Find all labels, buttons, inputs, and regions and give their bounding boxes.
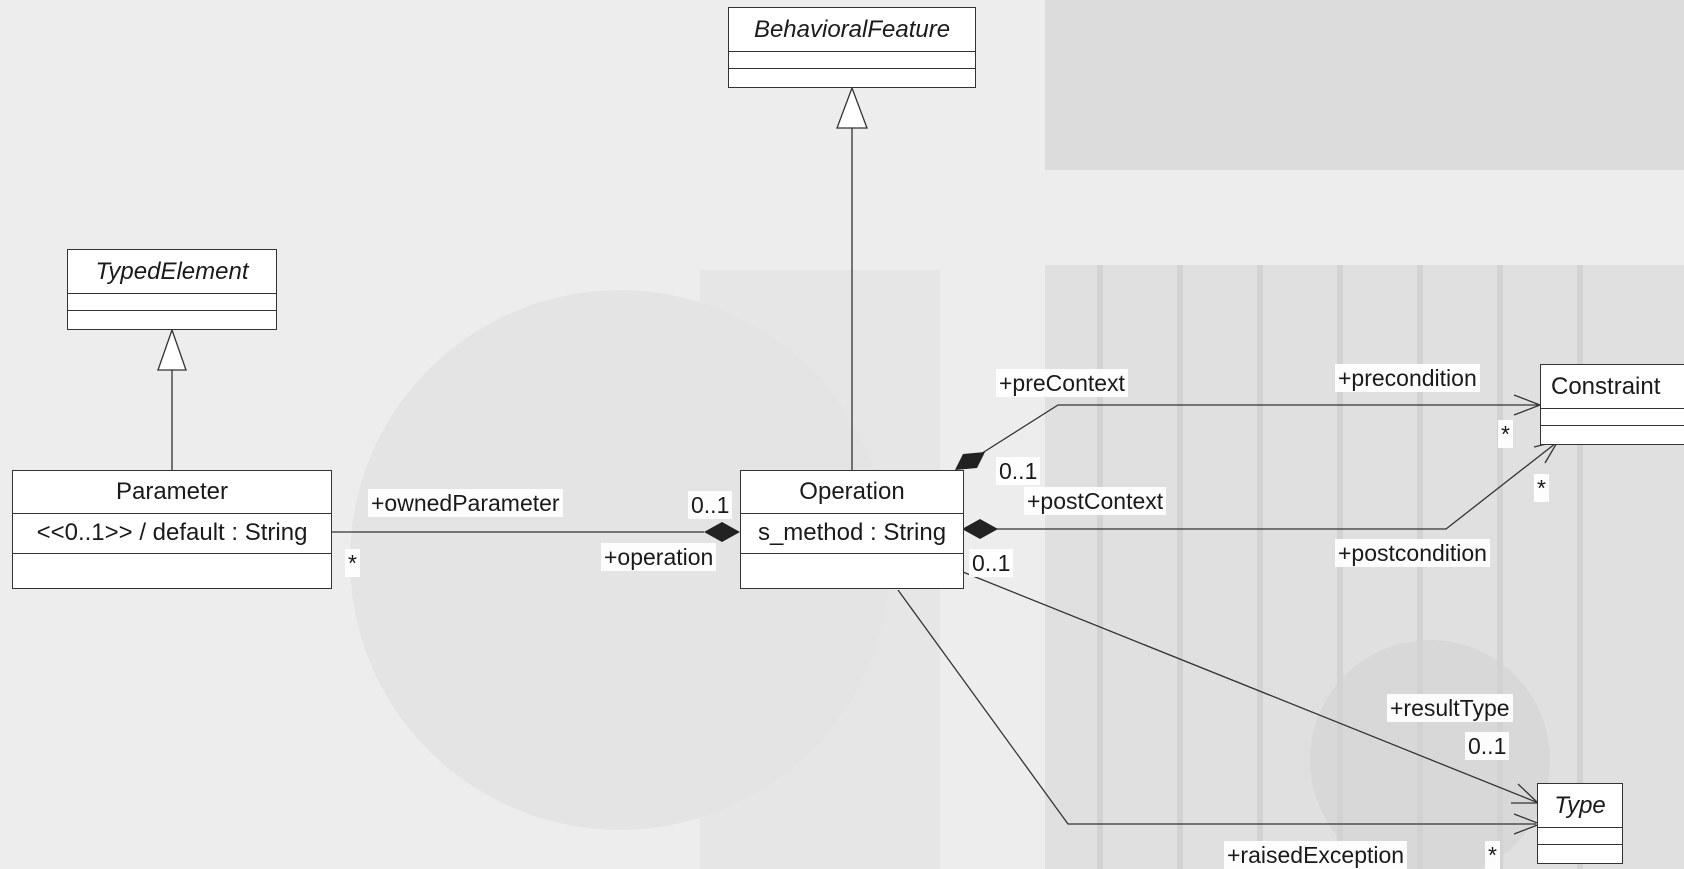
- class-typed-element[interactable]: TypedElement: [67, 249, 277, 330]
- composition-diamond-operation-top: [955, 452, 985, 470]
- multiplicity-result-type: 0..1: [1465, 732, 1510, 760]
- operations-compartment: [729, 68, 975, 87]
- operations-compartment: [741, 553, 963, 588]
- association-postcondition: [992, 442, 1557, 530]
- class-name: Operation: [799, 478, 905, 505]
- role-precondition: +precondition: [1335, 364, 1480, 392]
- class-name: Constraint: [1551, 373, 1661, 400]
- role-post-context: +postContext: [1024, 487, 1167, 515]
- association-precondition: [975, 404, 1538, 458]
- multiplicity-operation: 0..1: [688, 491, 733, 519]
- attributes-compartment: [68, 293, 276, 310]
- class-name: Type: [1554, 792, 1606, 819]
- operations-compartment: [1538, 844, 1622, 863]
- role-raised-exception: +raisedException: [1224, 841, 1408, 869]
- class-operation[interactable]: Operation s_method : String: [740, 470, 964, 589]
- class-behavioral-feature[interactable]: BehavioralFeature: [728, 7, 976, 88]
- multiplicity-precondition: *: [1498, 420, 1513, 448]
- multiplicity-raised-exception: *: [1485, 841, 1500, 869]
- operations-compartment: [13, 553, 331, 588]
- role-result-type: +resultType: [1387, 694, 1513, 722]
- attribute-default: <<0..1>> / default : String: [13, 513, 331, 553]
- attributes-compartment: [1538, 827, 1622, 844]
- attributes-compartment: [729, 51, 975, 68]
- composition-diamond-operation-left: [704, 522, 740, 542]
- multiplicity-postcondition: *: [1534, 474, 1549, 502]
- multiplicity-post-context: 0..1: [969, 549, 1014, 577]
- operations-compartment: [1541, 425, 1684, 444]
- role-operation: +operation: [601, 543, 717, 571]
- class-name: BehavioralFeature: [753, 16, 951, 43]
- class-parameter[interactable]: Parameter <<0..1>> / default : String: [12, 470, 332, 589]
- role-owned-parameter: +ownedParameter: [368, 489, 563, 517]
- class-constraint[interactable]: Constraint: [1540, 364, 1684, 445]
- multiplicity-parameter: *: [345, 549, 360, 577]
- class-name: Parameter: [115, 478, 229, 505]
- generalization-arrowhead-behavioralfeature: [836, 86, 868, 129]
- attributes-compartment: [1541, 408, 1684, 425]
- association-result-type: [962, 571, 1537, 803]
- role-pre-context: +preContext: [996, 369, 1128, 397]
- multiplicity-pre-context: 0..1: [996, 457, 1041, 485]
- class-type[interactable]: Type: [1537, 783, 1623, 864]
- role-postcondition: +postcondition: [1335, 539, 1490, 567]
- association-raised-exception: [897, 589, 1536, 825]
- class-name: TypedElement: [95, 258, 249, 285]
- operations-compartment: [68, 310, 276, 329]
- generalization-arrowhead-typedelement: [157, 328, 187, 371]
- attribute-s-method: s_method : String: [741, 513, 963, 553]
- composition-diamond-operation-right: [962, 519, 998, 539]
